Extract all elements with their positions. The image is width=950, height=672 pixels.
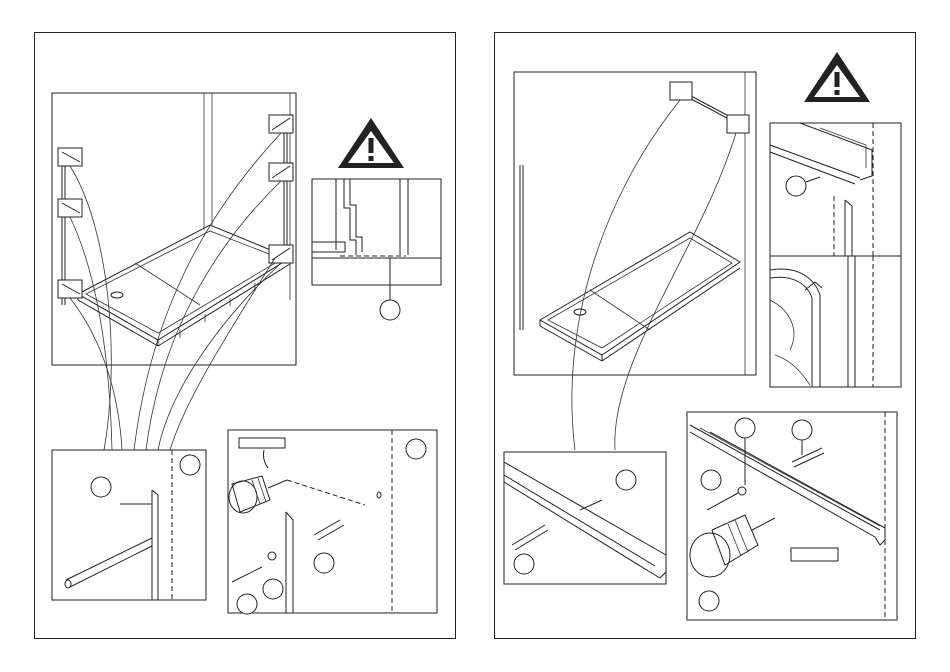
warning-triangle-icon — [338, 118, 404, 168]
drilling-panel — [228, 430, 437, 614]
warning-triangle-icon-right — [804, 52, 870, 102]
drilling-panel-right — [687, 412, 897, 620]
callout-circle — [380, 300, 400, 320]
tray-corner-detail-panel — [770, 256, 901, 387]
room-overview-panel-right — [514, 72, 756, 375]
rail-detail-panel — [504, 452, 666, 584]
label-box — [239, 438, 285, 448]
room-overview-panel — [52, 93, 296, 365]
profile-detail-panel — [312, 179, 441, 320]
profile-insert-panel — [52, 450, 206, 600]
label-box-right — [791, 548, 838, 561]
